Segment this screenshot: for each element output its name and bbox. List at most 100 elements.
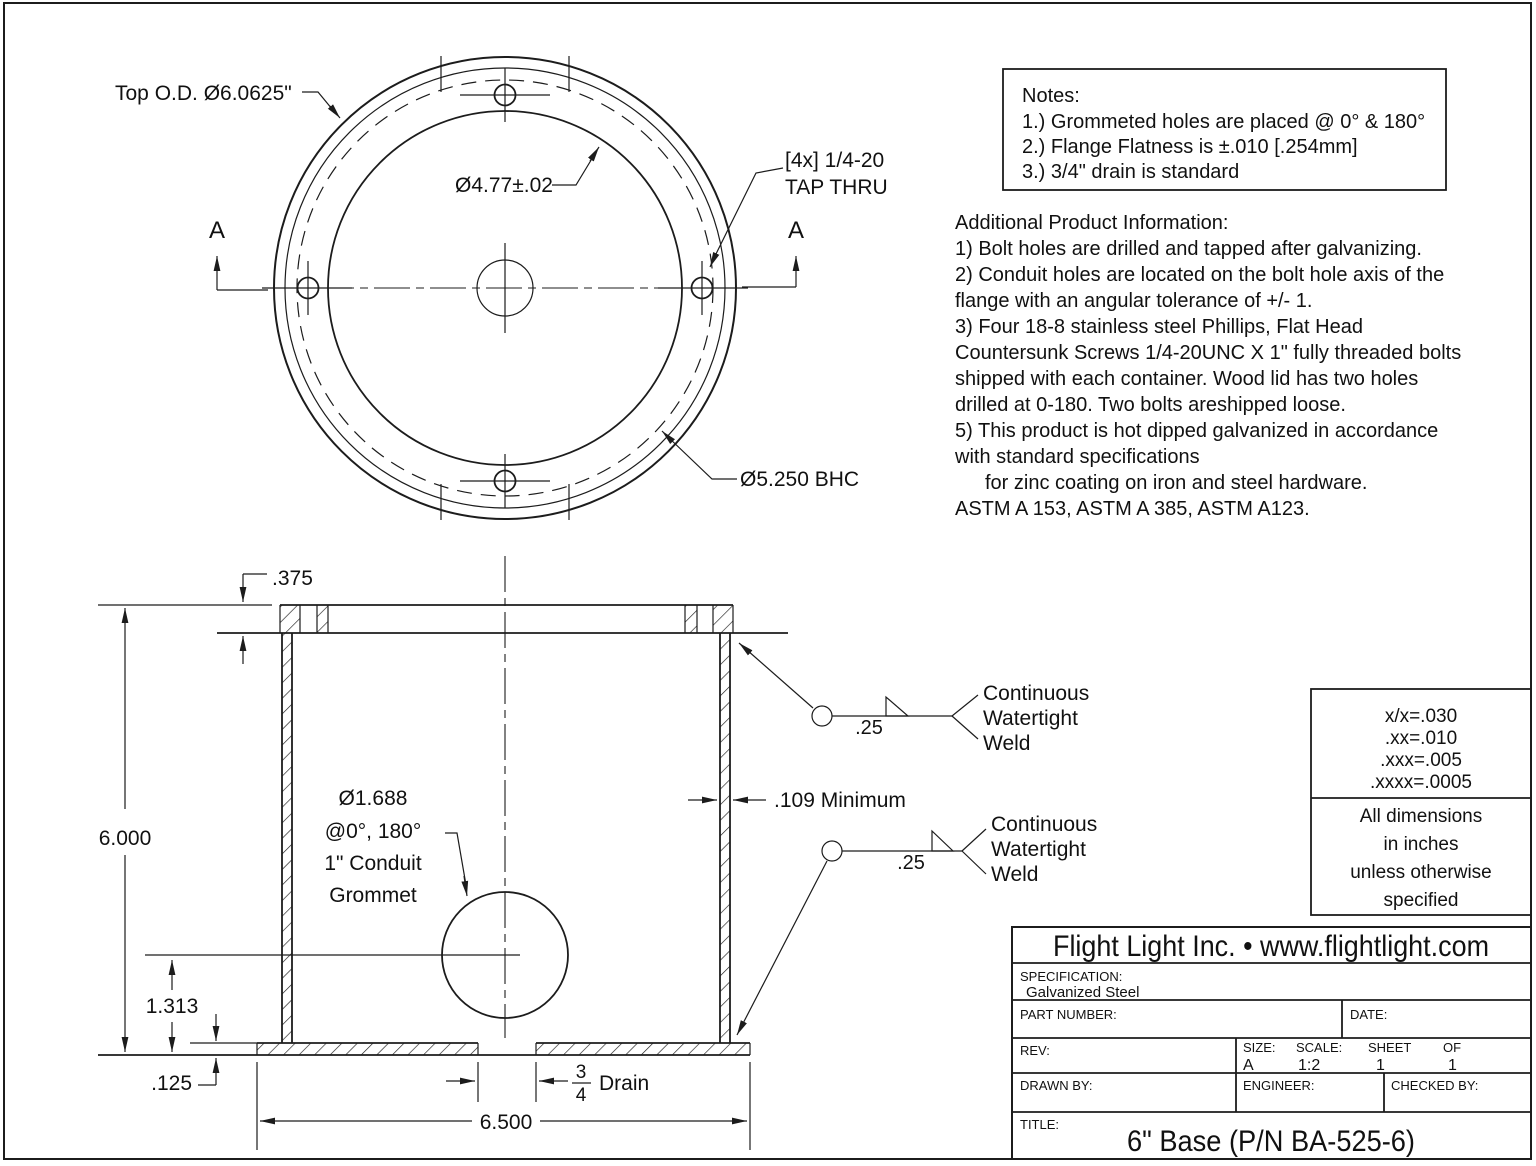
side-section-view: Ø1.688 @0°, 180° 1" Conduit Grommet .375… xyxy=(98,556,1097,1150)
drain-fraction-numerator: 3 xyxy=(576,1062,587,1083)
grommet-callout: Ø1.688 @0°, 180° 1" Conduit Grommet xyxy=(324,787,469,907)
info-line-9: 5) This product is hot dipped galvanized… xyxy=(955,420,1438,442)
units-note-line-1: All dimensions xyxy=(1360,806,1483,827)
sheet-label: SHEET xyxy=(1368,1040,1411,1055)
engineer-label: ENGINEER: xyxy=(1243,1078,1315,1093)
weld-size-upper: .25 xyxy=(855,717,883,739)
notes-box: Notes: 1.) Grommeted holes are placed @ … xyxy=(1002,68,1447,191)
info-line-4: flange with an angular tolerance of +/- … xyxy=(955,290,1312,312)
tolerance-line-2: .xx=.010 xyxy=(1385,728,1457,749)
date-label: DATE: xyxy=(1350,1007,1387,1022)
fillet-weld-symbol-2 xyxy=(931,829,955,852)
dim-wall-text: .109 Minimum xyxy=(774,789,906,812)
base-plate-section xyxy=(98,1042,751,1056)
grommet-label-line1: Ø1.688 xyxy=(339,787,408,810)
top-od-label: Top O.D. Ø6.0625" xyxy=(115,82,292,105)
inner-dia-callout: Ø4.77±.02 xyxy=(455,146,600,197)
dim-wall-thickness: .109 Minimum xyxy=(688,789,906,812)
sheet-value: 1 xyxy=(1376,1057,1385,1074)
info-line-11: for zinc coating on iron and steel hardw… xyxy=(985,472,1367,494)
rev-label: REV: xyxy=(1020,1043,1050,1058)
size-value: A xyxy=(1243,1057,1254,1074)
weld-callout-lower: .25 Continuous Watertight Weld xyxy=(736,813,1097,1036)
weld-note-upper-1: Continuous xyxy=(983,682,1089,705)
dim-base-width: 6.500 xyxy=(256,1062,751,1150)
info-line-1: Additional Product Information: xyxy=(955,212,1229,234)
dim-grommet-text: 1.313 xyxy=(146,995,199,1018)
scale-label: SCALE: xyxy=(1296,1040,1342,1055)
grommet-label-line3: 1" Conduit xyxy=(324,852,422,875)
tolerance-box: x/x=.030 .xx=.010 .xxx=.005 .xxxx=.0005 … xyxy=(1310,688,1532,916)
dim-base-text: .125 xyxy=(151,1072,192,1095)
of-label: OF xyxy=(1443,1040,1461,1055)
weld-note-lower-2: Watertight xyxy=(991,838,1086,861)
units-note-line-2: in inches xyxy=(1384,834,1459,855)
tap-label-line2: TAP THRU xyxy=(785,176,888,199)
specification-label: SPECIFICATION: xyxy=(1020,969,1122,984)
title-block-border xyxy=(1011,926,1532,1160)
tolerance-box-border xyxy=(1310,688,1532,916)
inner-dia-label: Ø4.77±.02 xyxy=(455,174,553,197)
weld-note-upper-2: Watertight xyxy=(983,707,1078,730)
info-line-10: with standard specifications xyxy=(954,446,1200,468)
drain-word: Drain xyxy=(599,1072,649,1095)
weld-all-around-symbol xyxy=(811,705,833,727)
dim-drain: 3 4 Drain xyxy=(446,1062,649,1106)
weld-note-lower-3: Weld xyxy=(991,863,1038,886)
bolt-hole-right xyxy=(658,261,748,315)
info-line-8: drilled at 0-180. Two bolts areshipped l… xyxy=(955,394,1346,416)
wall-sections xyxy=(281,633,731,1043)
weld-note-upper-3: Weld xyxy=(983,732,1030,755)
dim-width-text: 6.500 xyxy=(480,1111,533,1134)
drawn-by-label: DRAWN BY: xyxy=(1020,1078,1092,1093)
drawing-title: 6" Base (P/N BA-525-6) xyxy=(1127,1125,1415,1158)
info-line-2: 1) Bolt holes are drilled and tapped aft… xyxy=(955,238,1422,260)
dim-flange-thickness: .375 xyxy=(98,567,313,664)
title-block: Flight Light Inc. • www.flightlight.com … xyxy=(1011,926,1532,1160)
info-line-3: 2) Conduit holes are located on the bolt… xyxy=(955,264,1444,286)
notes-item-1: 1.) Grommeted holes are placed @ 0° & 18… xyxy=(1022,111,1425,133)
specification-value: Galvanized Steel xyxy=(1026,984,1139,1001)
section-letter-left: A xyxy=(209,217,225,244)
info-line-5: 3) Four 18-8 stainless steel Phillips, F… xyxy=(955,316,1363,338)
bolt-hole-left xyxy=(262,261,352,315)
fillet-weld-symbol xyxy=(885,695,910,717)
grommet-label-line4: Grommet xyxy=(329,884,417,907)
sheet-border xyxy=(3,2,1532,1160)
bolt-hole-top xyxy=(460,68,550,122)
dim-flange-text: .375 xyxy=(272,567,313,590)
top-view: A A Top O.D. Ø6.0625" Ø4.77±.02 [4x] 1/4… xyxy=(115,56,888,520)
weld-callout-upper: .25 Continuous Watertight Weld xyxy=(738,642,1089,755)
part-number-label: PART NUMBER: xyxy=(1020,1007,1117,1022)
conduit-grommet-circle xyxy=(441,891,569,1019)
weld-note-lower-1: Continuous xyxy=(991,813,1097,836)
info-line-7: shipped with each container. Wood lid ha… xyxy=(955,368,1418,390)
grommet-slot-marks xyxy=(440,56,570,520)
grommet-label-line2: @0°, 180° xyxy=(325,820,422,843)
company-header: Flight Light Inc. • www.flightlight.com xyxy=(1053,930,1489,963)
tap-label-line1: [4x] 1/4-20 xyxy=(785,149,884,172)
section-marker-right: A xyxy=(742,217,804,288)
notes-box-border xyxy=(1002,68,1447,191)
additional-product-info: Additional Product Information: 1) Bolt … xyxy=(954,212,1461,520)
scale-value: 1:2 xyxy=(1298,1057,1320,1074)
tolerance-line-4: .xxxx=.0005 xyxy=(1370,772,1472,793)
notes-item-2: 2.) Flange Flatness is ±.010 [.254mm] xyxy=(1022,136,1358,158)
bolt-hole-bottom xyxy=(460,454,550,508)
section-letter-right: A xyxy=(788,217,804,244)
tap-thru-callout: [4x] 1/4-20 TAP THRU xyxy=(709,149,888,268)
flange-section xyxy=(217,604,788,634)
weld-all-around-symbol-2 xyxy=(821,840,843,862)
dim-height-text: 6.000 xyxy=(99,827,152,850)
weld-size-lower: .25 xyxy=(897,852,925,874)
top-od-callout: Top O.D. Ø6.0625" xyxy=(115,82,341,119)
title-label: TITLE: xyxy=(1020,1117,1059,1132)
of-value: 1 xyxy=(1448,1057,1457,1074)
dim-overall-height: 6.000 xyxy=(99,608,152,1052)
dim-grommet-height: 1.313 xyxy=(146,960,199,1052)
info-line-6: Countersunk Screws 1/4-20UNC X 1" fully … xyxy=(955,342,1461,364)
tolerance-line-3: .xxx=.005 xyxy=(1380,750,1462,771)
drain-fraction-denominator: 4 xyxy=(576,1085,587,1106)
